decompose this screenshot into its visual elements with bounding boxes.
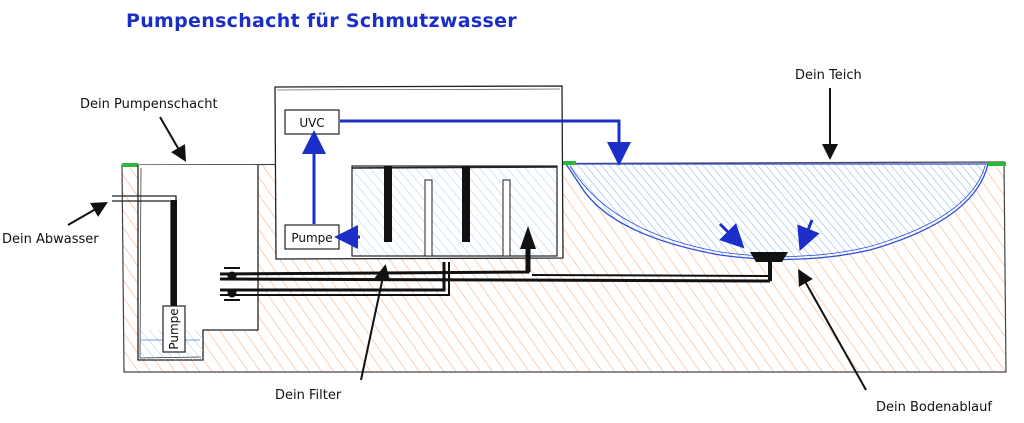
upper-pump-label: Pumpe [291,231,332,245]
bottom-drain-icon [750,252,788,262]
filter-outlet-arrow-icon [520,226,536,249]
filter-label: Dein Filter [275,388,342,403]
pointer-arrows [67,88,867,391]
valve-lower-icon [227,288,237,298]
shaft-pump-box: Pumpe [162,305,186,353]
uvc-label: UVC [299,116,324,130]
flow-arrows [302,119,820,252]
sewage-pipe [112,195,177,312]
bottom-drain-label: Dein Bodenablauf [876,400,992,415]
uvc-box: UVC [284,109,340,135]
valve-upper-icon [227,271,237,281]
pump-shaft-label: Dein Pumpenschacht [80,97,218,112]
sewage-label: Dein Abwasser [2,232,99,247]
shaft-pump-label: Pumpe [167,308,181,349]
pond-label: Dein Teich [795,68,862,83]
diagram-title: Pumpenschacht für Schmutzwasser [126,10,517,32]
pond-water [564,163,989,261]
upper-pump-box: Pumpe [284,224,340,250]
